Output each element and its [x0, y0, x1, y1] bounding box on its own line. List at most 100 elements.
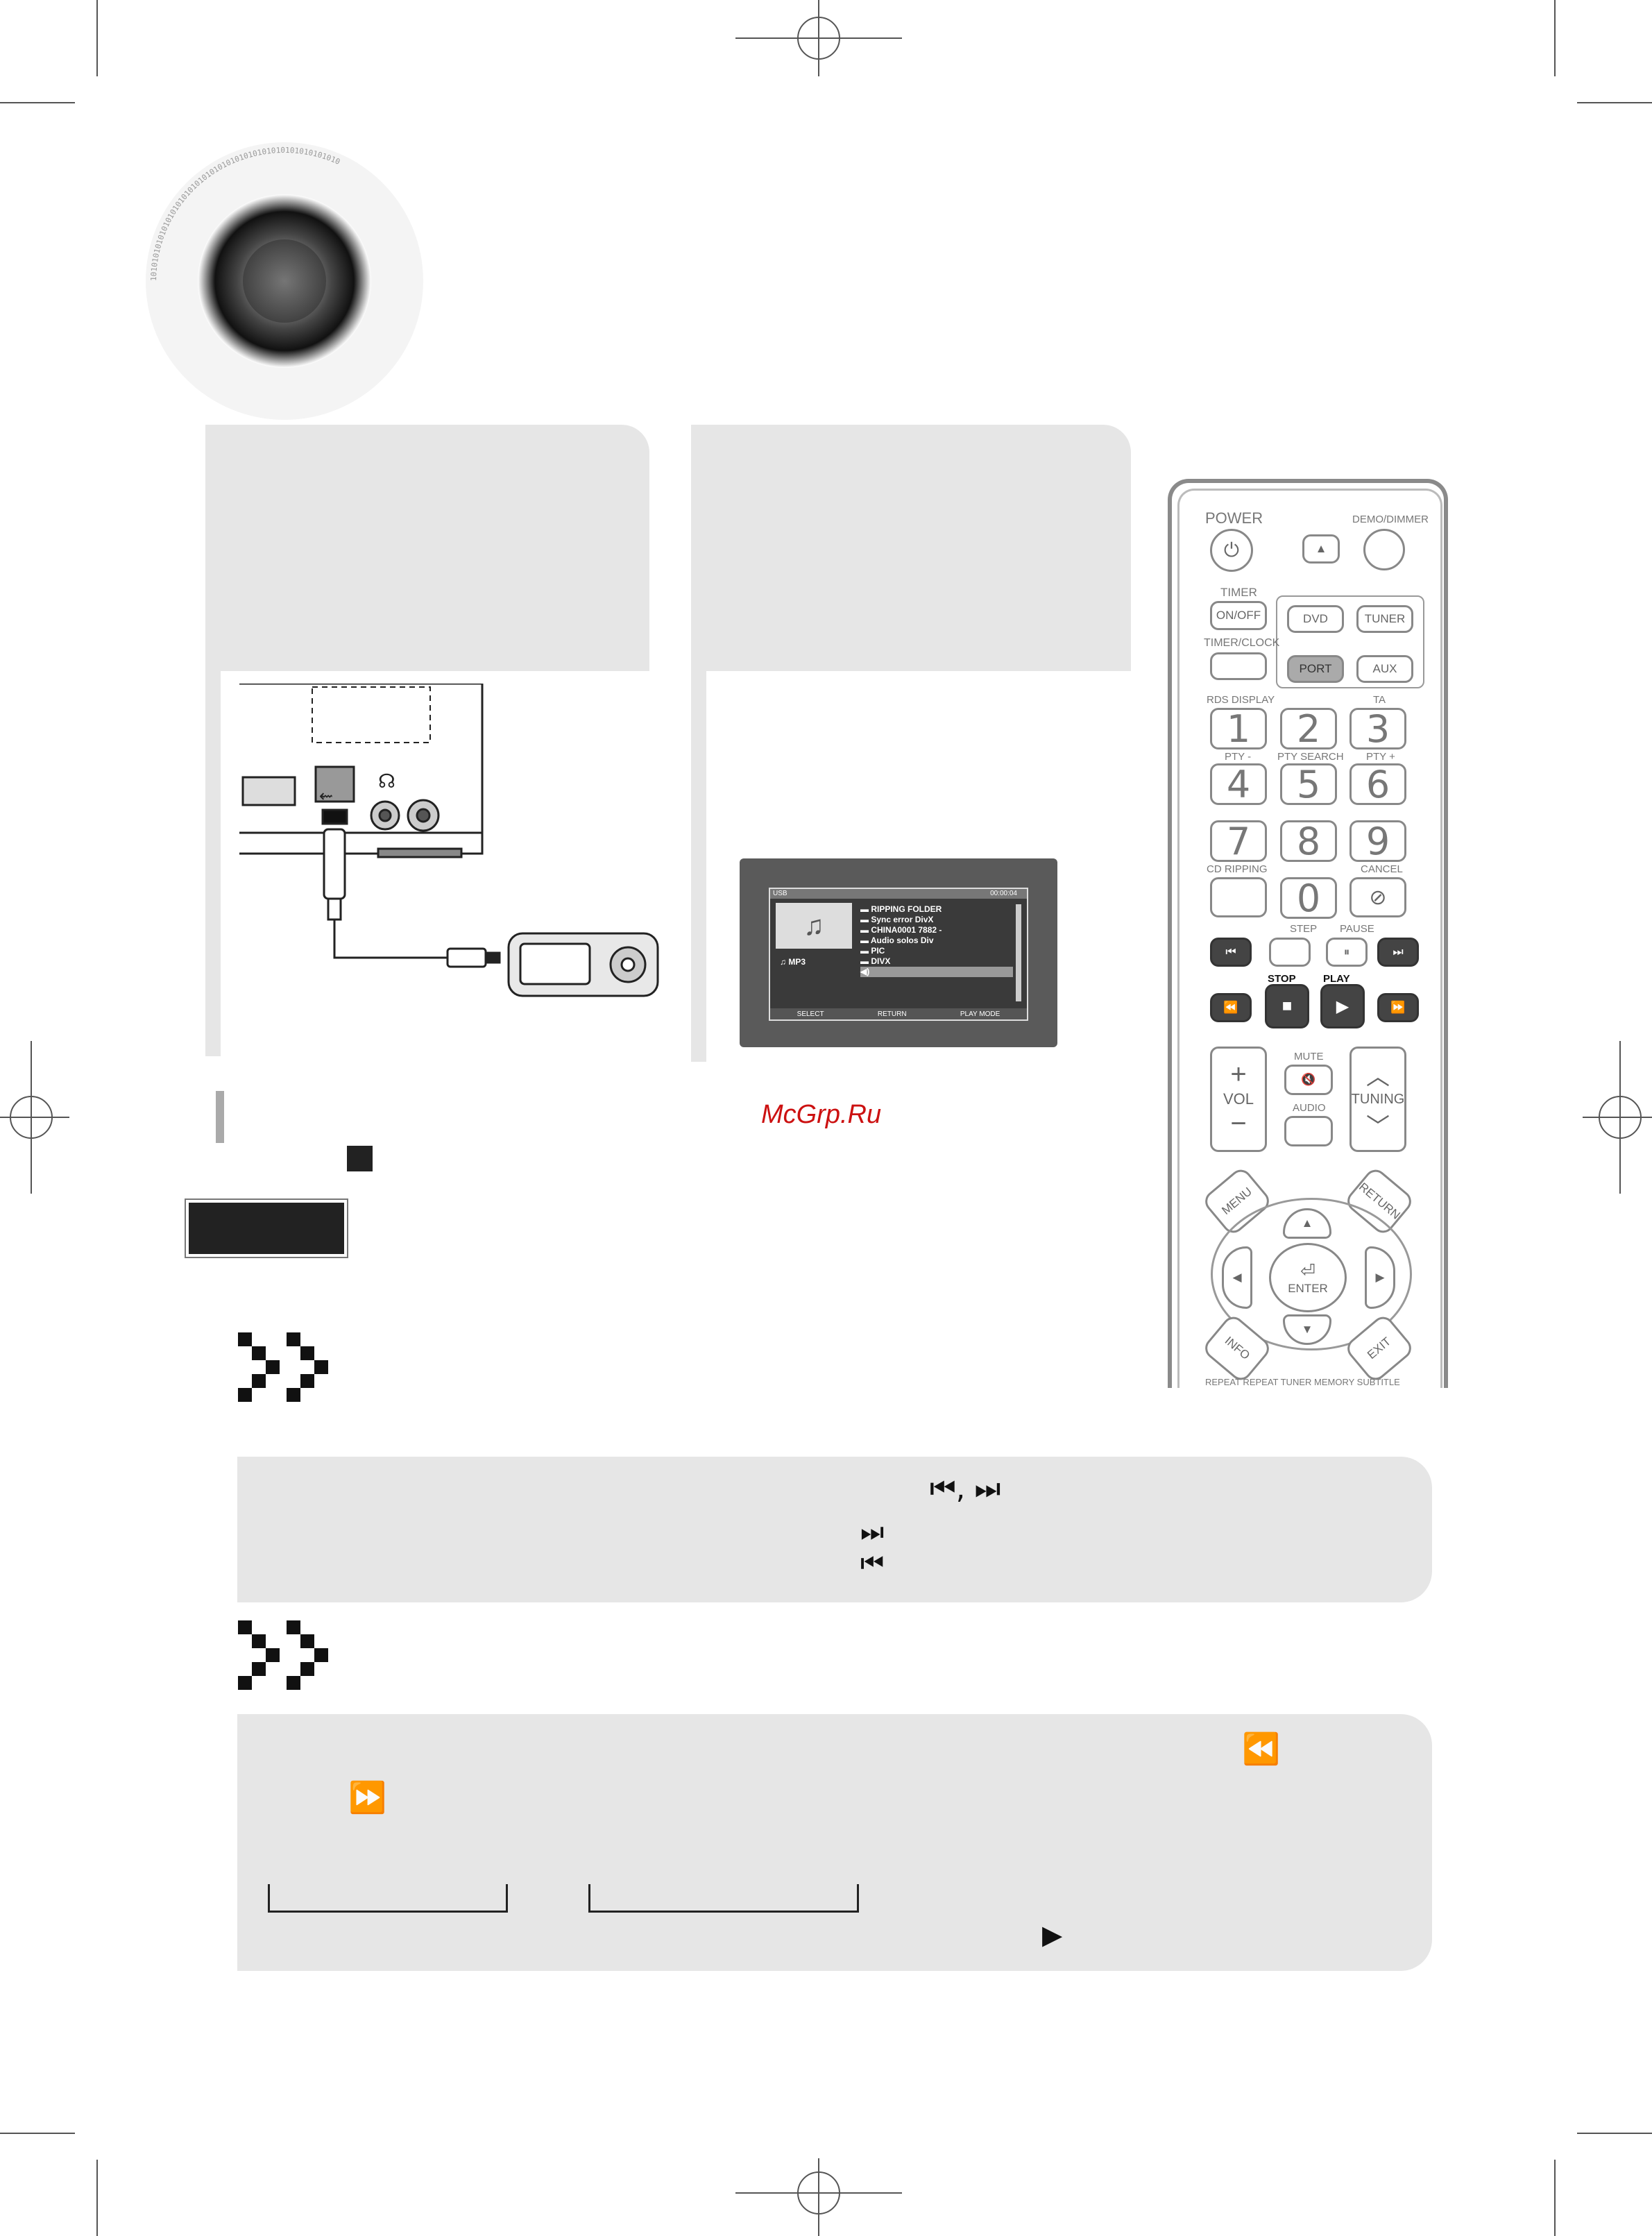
pause-button[interactable]: ⏸: [1326, 938, 1368, 967]
tuner-label: TUNER: [1364, 612, 1406, 625]
file-list-item[interactable]: ▬ CHINA0001 7882 -: [860, 925, 942, 935]
ta-label: TA: [1373, 694, 1386, 706]
step1-side-bar: [205, 671, 221, 1056]
step1-header-panel: [205, 425, 649, 671]
demo-dimmer-button[interactable]: [1363, 529, 1405, 570]
info-label: INFO: [1222, 1334, 1252, 1362]
album-art: ♫: [776, 903, 852, 949]
file-name: Sync error DivX: [871, 915, 934, 924]
tuning-up-icon: ︿: [1366, 1063, 1390, 1090]
digit-1-button[interactable]: 1: [1210, 707, 1267, 751]
speed-box-2: [588, 1884, 859, 1913]
pty-plus-label: PTY +: [1366, 751, 1395, 763]
eject-button[interactable]: ▲: [1302, 534, 1340, 564]
audio-label: AUDIO: [1293, 1102, 1326, 1114]
stop-label: STOP: [1268, 973, 1296, 985]
step2-header-panel: [691, 425, 1131, 671]
timer-clock-button[interactable]: [1210, 652, 1267, 680]
vol-up-icon: +: [1230, 1059, 1247, 1090]
aux-button[interactable]: AUX: [1356, 655, 1413, 683]
digit-3-label: 3: [1365, 706, 1390, 751]
digit-8-button[interactable]: 8: [1280, 820, 1337, 863]
power-button[interactable]: ⏻: [1210, 529, 1253, 572]
volume-rocker[interactable]: + VOL −: [1210, 1047, 1267, 1152]
step-button[interactable]: [1269, 938, 1311, 967]
prev-icon: ⏮: [860, 1548, 885, 1578]
tuning-rocker[interactable]: ︿ TUNING ﹀: [1349, 1047, 1406, 1152]
tv-footer-play-mode: PLAY MODE: [960, 1010, 1000, 1018]
svg-text:⇜: ⇜: [319, 786, 333, 806]
timer-onoff-button[interactable]: ON/OFF: [1210, 601, 1267, 630]
power-label: POWER: [1205, 509, 1263, 527]
cancel-button[interactable]: ⊘: [1349, 877, 1406, 917]
dvd-label: DVD: [1303, 612, 1328, 625]
skip-info-panel: ⏮, ⏭ ⏭ ⏮: [237, 1457, 1432, 1602]
stop-button[interactable]: ■: [1265, 984, 1309, 1028]
digit-7-label: 7: [1226, 819, 1251, 863]
nav-left-button[interactable]: ◀: [1222, 1246, 1252, 1309]
digit-0-label: 0: [1296, 876, 1321, 920]
tuning-down-icon: ﹀: [1366, 1113, 1390, 1140]
digit-9-label: 9: [1365, 819, 1390, 863]
stop-square-icon: [347, 1146, 373, 1171]
rewind-button[interactable]: ⏪: [1210, 993, 1252, 1022]
ffwd-button[interactable]: ⏩: [1377, 993, 1419, 1022]
tuner-button[interactable]: TUNER: [1356, 605, 1413, 633]
digit-0-button[interactable]: 0: [1280, 876, 1337, 920]
step-label: STEP: [1290, 923, 1318, 935]
digit-6-label: 6: [1365, 762, 1390, 806]
audio-button[interactable]: [1284, 1116, 1333, 1146]
tv-header-left: USB: [773, 890, 787, 897]
remote-bottom-labels: REPEAT REPEAT TUNER MEMORY SUBTITLE: [1205, 1377, 1400, 1387]
file-list-item[interactable]: ▬ Sync error DivX: [860, 915, 934, 924]
file-list-item[interactable]: ▬ RIPPING FOLDER: [860, 904, 942, 914]
port-button[interactable]: PORT: [1287, 655, 1344, 683]
digit-3-button[interactable]: 3: [1349, 706, 1406, 751]
demo-dimmer-label: DEMO/DIMMER: [1352, 514, 1429, 525]
enter-button[interactable]: ⏎ ENTER: [1269, 1243, 1347, 1312]
digit-4-button[interactable]: 4: [1210, 763, 1267, 806]
source-group-box: [1276, 595, 1424, 688]
timer-clock-label: TIMER/CLOCK: [1204, 637, 1280, 649]
format-label: ♫ MP3: [780, 957, 806, 967]
dvd-button[interactable]: DVD: [1287, 605, 1344, 633]
file-list-selected[interactable]: ◀): [860, 967, 1013, 977]
format-label-text: MP3: [788, 957, 806, 967]
speaker-graphic: 1010101010101010101010101010101010101010…: [139, 135, 430, 427]
timer-onoff-label: ON/OFF: [1216, 609, 1261, 622]
file-name: RIPPING FOLDER: [871, 904, 942, 914]
port-label: PORT: [1299, 662, 1332, 675]
search-info-panel: ⏪ ⏩ ▶: [237, 1714, 1432, 1971]
tv-footer-select: SELECT: [797, 1010, 824, 1018]
digit-6-button[interactable]: 6: [1349, 762, 1406, 806]
play-button[interactable]: ▶: [1320, 984, 1365, 1028]
digit-5-button[interactable]: 5: [1280, 763, 1337, 806]
file-list-item[interactable]: ▬ DIVX: [860, 956, 891, 966]
digit-9-button[interactable]: 9: [1349, 819, 1406, 863]
cd-ripping-button[interactable]: [1210, 877, 1267, 917]
tv-screen: USB 00:00:04 ♫ ♫ MP3 ▬ RIPPING FOLDER ▬ …: [740, 858, 1057, 1047]
remote-control: POWER ⏻ ▲ DEMO/DIMMER TIMER ON/OFF DVD T…: [1168, 479, 1448, 1388]
watermark: McGrp.Ru: [761, 1100, 882, 1129]
timer-label: TIMER: [1220, 586, 1257, 599]
black-label-box: [186, 1200, 347, 1257]
file-name: Audio solos Div: [870, 935, 934, 945]
mute-button[interactable]: 🔇: [1284, 1065, 1333, 1095]
cancel-label: CANCEL: [1361, 863, 1403, 875]
digit-7-button[interactable]: 7: [1210, 819, 1267, 863]
digit-2-button[interactable]: 2: [1280, 707, 1337, 751]
file-list-item[interactable]: ▬ PIC: [860, 946, 885, 956]
file-list-item[interactable]: ▬ Audio solos Div: [860, 935, 934, 945]
next-icon: ⏭: [860, 1516, 885, 1547]
skip-back-button[interactable]: ⏮: [1210, 938, 1252, 967]
skip-pair-icons: ⏮, ⏭: [930, 1471, 1001, 1505]
svg-text:☊: ☊: [378, 770, 395, 793]
nav-ring: [1211, 1198, 1412, 1350]
tuning-label: TUNING: [1351, 1091, 1405, 1107]
tv-scrollbar[interactable]: [1016, 904, 1021, 1001]
tv-footer: SELECT RETURN PLAY MODE: [770, 1008, 1027, 1019]
cd-ripping-label: CD RIPPING: [1207, 863, 1268, 875]
pty-search-label: PTY SEARCH: [1277, 751, 1344, 763]
vol-label: VOL: [1223, 1090, 1254, 1108]
skip-fwd-button[interactable]: ⏭: [1377, 938, 1419, 967]
